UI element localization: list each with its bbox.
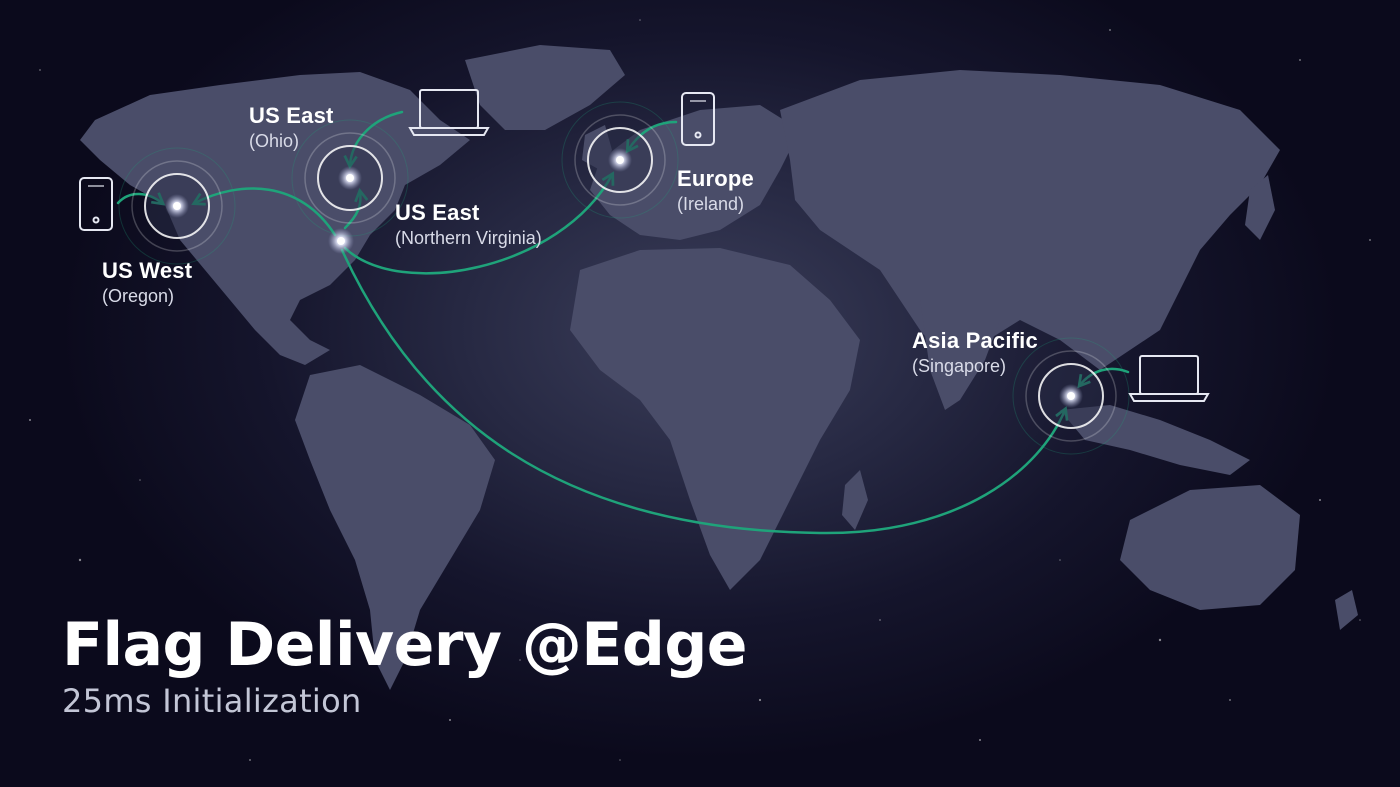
australia — [1120, 485, 1300, 610]
region-name: US West — [102, 258, 193, 283]
region-city: (Ohio) — [249, 131, 300, 152]
region-city: (Ireland) — [677, 194, 745, 215]
region-name: US East — [395, 200, 480, 225]
phone-icon — [681, 92, 715, 146]
region-city: (Oregon) — [102, 286, 175, 307]
laptop-icon — [1128, 355, 1210, 402]
node-us-east-virginia — [328, 228, 354, 254]
route-virginia-to-ireland — [343, 171, 615, 275]
region-name: Europe — [677, 166, 754, 191]
route-virginia-to-singapore — [340, 248, 1069, 535]
node-asia-pacific — [1012, 337, 1130, 455]
region-label-europe: Europe (Ireland) — [677, 166, 754, 215]
page-subtitle: 25ms Initialization — [62, 682, 362, 720]
new-zealand — [1335, 590, 1358, 630]
region-name: Asia Pacific — [912, 328, 1038, 353]
route-virginia-to-oregon — [191, 187, 337, 237]
south-america — [295, 365, 495, 690]
node-europe — [561, 101, 679, 219]
laptop-icon — [408, 89, 490, 136]
greenland — [465, 45, 625, 130]
phone-icon — [79, 177, 113, 231]
node-us-east-ohio — [291, 119, 409, 237]
region-city: (Singapore) — [912, 356, 1007, 377]
title-block: Flag Delivery @Edge 25ms Initialization — [62, 612, 747, 720]
node-us-west — [118, 147, 236, 265]
region-label-us-east-ohio: US East (Ohio) — [249, 103, 334, 152]
region-label-us-west: US West (Oregon) — [102, 258, 192, 307]
region-label-asia-pacific: Asia Pacific (Singapore) — [912, 328, 1038, 377]
asia — [780, 70, 1280, 370]
page-title: Flag Delivery @Edge — [62, 610, 747, 680]
maritime-southeast-asia — [1060, 405, 1250, 475]
africa — [570, 248, 860, 590]
region-city: (Northern Virginia) — [395, 228, 542, 249]
japan — [1245, 175, 1275, 240]
region-label-us-east-virginia: US East (Northern Virginia) — [395, 200, 542, 249]
north-america — [80, 72, 470, 365]
indian-subcontinent — [920, 300, 1000, 410]
region-name: US East — [249, 103, 334, 128]
madagascar — [842, 470, 868, 530]
